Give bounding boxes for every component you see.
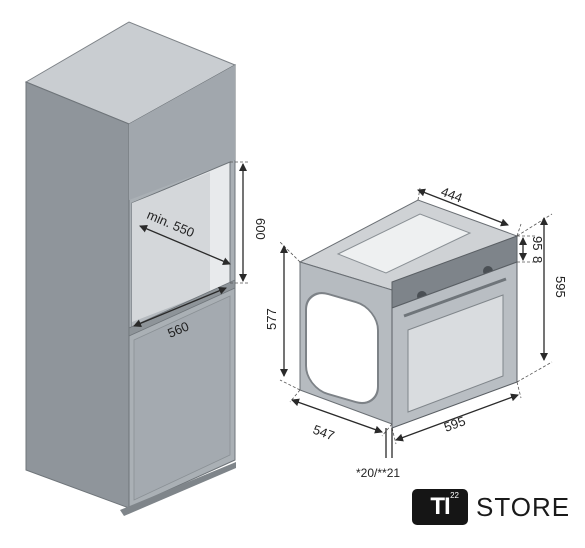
niche-height-label: 600	[253, 218, 268, 240]
oven-side-height-dimension: 577	[264, 241, 301, 391]
cabinet-plinth	[120, 462, 236, 516]
logo-mark: TI 22	[412, 489, 468, 525]
built-in-oven	[298, 199, 519, 429]
oven-front-width-dimension: 595	[391, 381, 522, 445]
oven-footnote-label: *20/**21	[356, 466, 400, 480]
oven-front-height-label: 595	[553, 276, 568, 298]
oven-panel-label-1: 8	[530, 256, 545, 263]
oven-door-offset-dimension: *20/**21	[356, 428, 400, 480]
oven-top-depth-dimension: 444	[417, 184, 522, 237]
cabinet-upper-panel	[129, 65, 235, 200]
oven-front-width-label: 595	[442, 413, 468, 435]
cabinet-left-side	[25, 81, 130, 509]
logo-superscript: 22	[450, 491, 459, 500]
oven-panel-label-2: 95	[530, 236, 545, 250]
oven-top-recess	[336, 213, 472, 274]
logo-mark-text: TI	[430, 493, 450, 520]
oven-side-panel	[305, 292, 379, 405]
tall-cabinet	[24, 21, 237, 516]
oven-side-depth-label: 547	[311, 422, 337, 444]
oven-side-height-label: 577	[264, 308, 279, 330]
logo-brand-text: STORE	[476, 491, 571, 522]
oven-side-depth-dimension: 547	[289, 389, 393, 444]
ti-store-logo: TI 22 STORE	[412, 487, 570, 527]
niche-height-dimension: 600	[230, 161, 268, 284]
oven-glass	[407, 294, 504, 413]
oven-top-depth-label: 444	[439, 184, 465, 206]
oven-door-handle	[403, 277, 507, 318]
oven-front-height-dimension: 595	[516, 213, 568, 383]
oven-panel-dimensions: 95 8	[517, 235, 545, 263]
